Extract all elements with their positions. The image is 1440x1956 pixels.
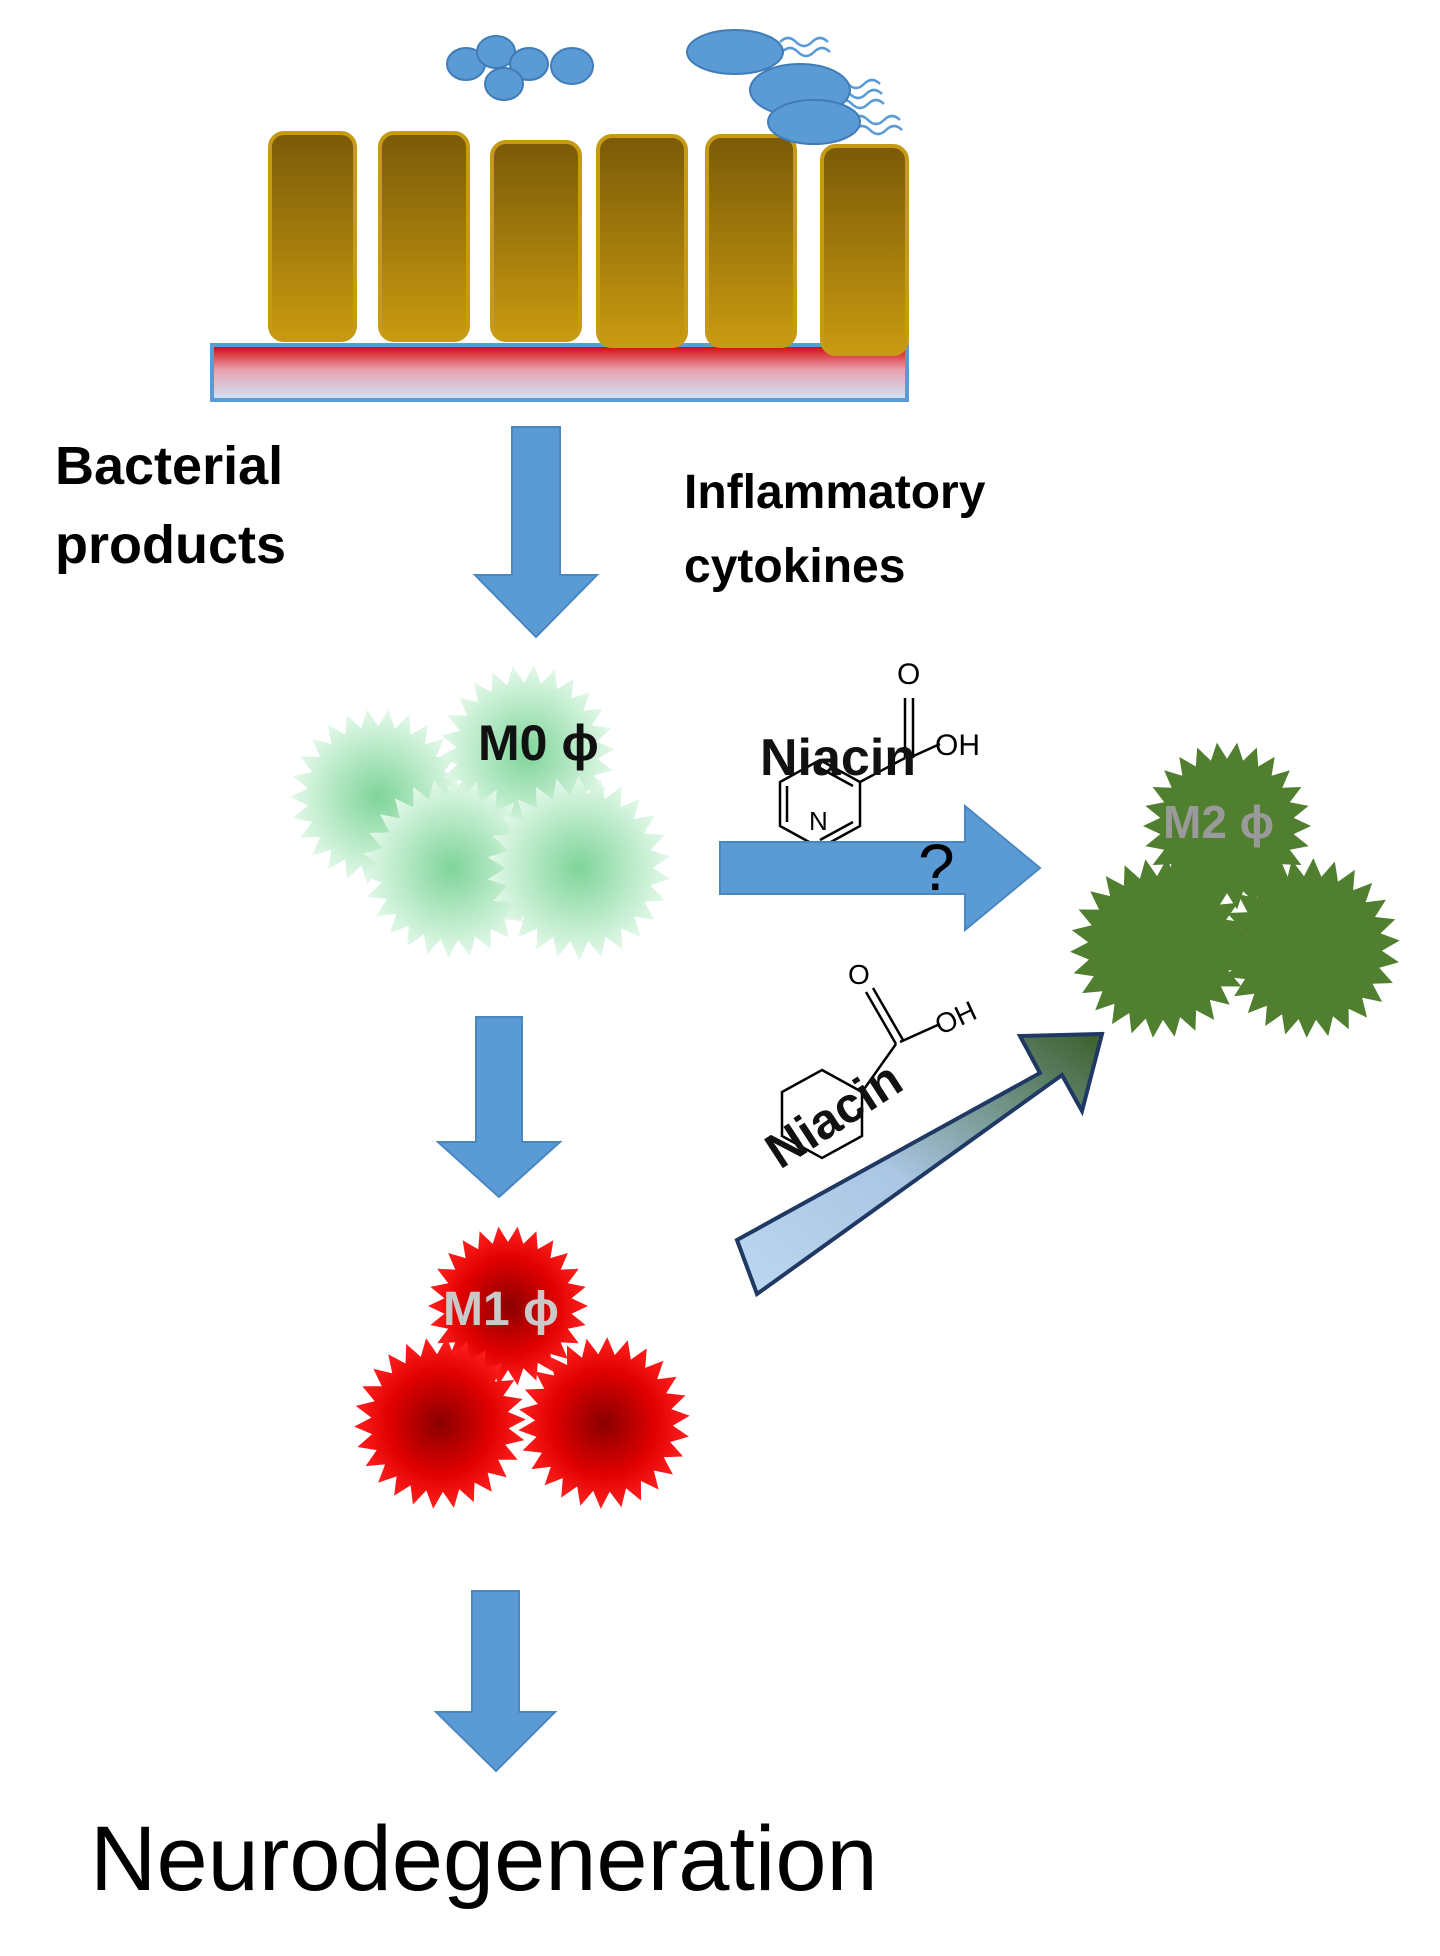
m1-macrophage [428,1226,588,1386]
bacterial-products-line-1: Bacterial [55,436,283,496]
m2-macrophages [1070,742,1400,1038]
niacin-label-top: Niacin [760,729,916,787]
epithelial-cell [596,134,688,348]
flagellated-bacteria [686,29,903,145]
niacin-ring-n: N [809,806,828,836]
arrow-m0-to-m2 [719,803,1042,933]
niacin-structure-icon-2 [780,987,941,1160]
niacin-hydroxyl: OH [935,729,980,762]
basement-membrane [210,343,909,402]
bacterial-products-line-2: products [55,515,286,575]
m1-macrophage [354,1337,526,1509]
epithelial-cell [268,131,357,342]
niacin-2-hydroxyl: OH [930,995,981,1041]
m1-macrophage [518,1337,690,1509]
m2-label: M2 ϕ [1163,796,1274,848]
uncertain-pathway-question-mark: ? [918,830,955,904]
m2-macrophage [1220,858,1400,1038]
epithelial-cell [820,144,909,356]
m2-macrophage [1070,858,1250,1038]
bacterial-products-label: Bacterial products [55,436,298,575]
m0-macrophages [290,665,671,960]
arrow-m1-to-neurodegeneration [433,1590,558,1773]
arrow-m1-to-m2 [734,1031,1105,1298]
inflammatory-cytokines-label: Inflammatory cytokines [684,466,999,593]
m0-label: M0 ϕ [478,715,599,771]
epithelial-cell [378,131,470,342]
epithelial-cell [705,134,797,348]
niacin-2-carbonyl-o: O [848,959,870,990]
arrow-epithelium-to-m0 [472,426,600,639]
m1-macrophages [354,1226,690,1509]
niacin-carbonyl-o: O [897,658,920,691]
m1-label: M1 ϕ [443,1283,559,1336]
m0-macrophage [487,776,671,960]
inflammatory-cytokines-line-1: Inflammatory [684,466,986,519]
epithelial-cell [490,140,582,342]
neurodegeneration-label: Neurodegeneration [90,1808,878,1910]
arrow-m0-to-m1 [435,1016,563,1199]
cocci-bacteria [446,35,594,101]
gut-epithelium [210,131,909,402]
m0-macrophage [362,778,542,958]
niacin-structure-icon [778,698,941,850]
inflammatory-cytokines-line-2: cytokines [684,540,905,593]
